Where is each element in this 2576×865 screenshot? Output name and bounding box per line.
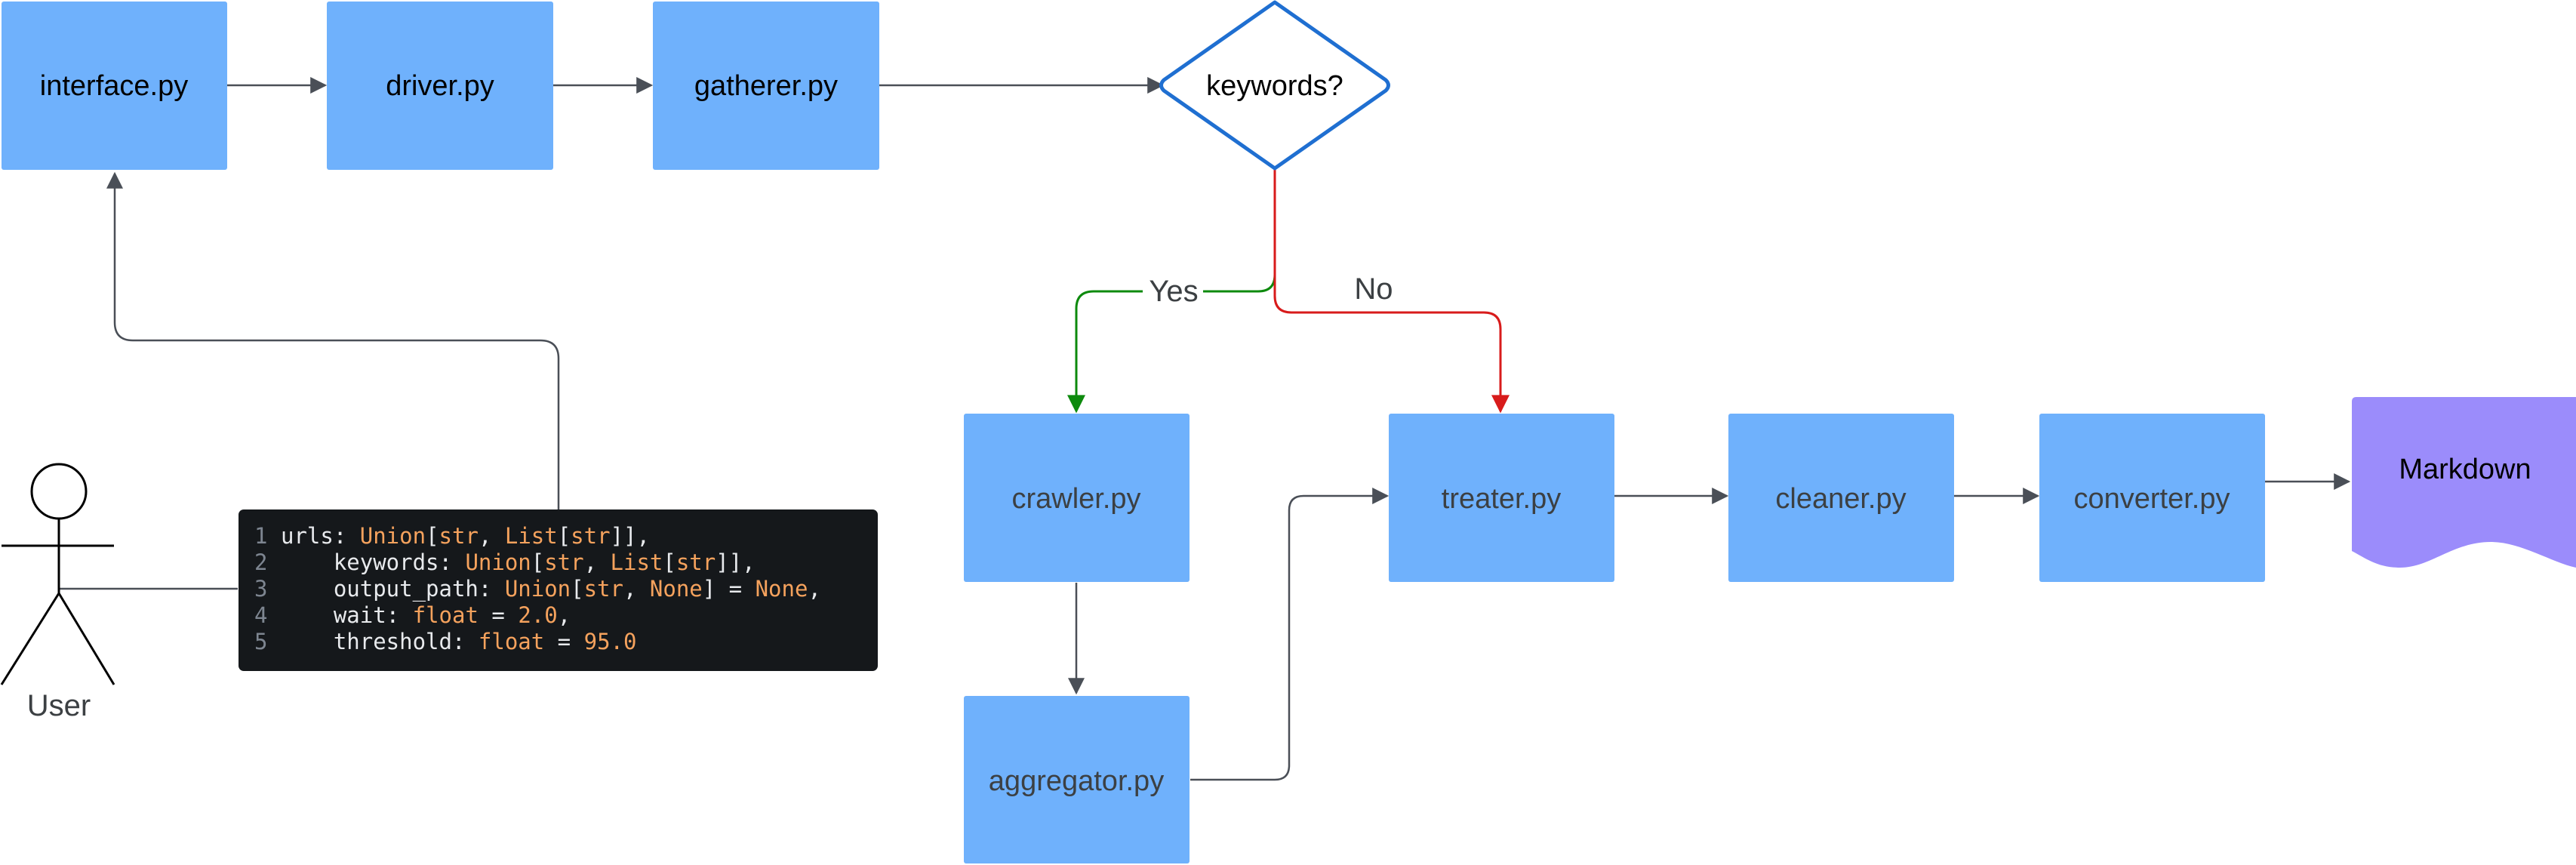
code-token: urls: <box>281 523 360 549</box>
code-token: str <box>676 549 716 575</box>
code-line-number: 3 <box>254 576 267 602</box>
code-line: urls: Union[str, List[str]], <box>281 523 650 549</box>
code-token: [ <box>426 523 439 549</box>
code-token: threshold: <box>281 629 479 654</box>
node-cleaner[interactable]: cleaner.py <box>1728 414 1954 582</box>
code-token: Union <box>360 523 426 549</box>
node-cleaner-label: cleaner.py <box>1775 483 1906 515</box>
code-token: , <box>808 576 820 602</box>
code-line-number: 1 <box>254 523 267 549</box>
code-token: float <box>413 602 479 628</box>
node-interface-label: interface.py <box>40 70 188 102</box>
code-token: ] = <box>703 576 756 602</box>
node-output-document[interactable]: Markdown <box>2352 397 2576 568</box>
code-token: , <box>558 602 571 628</box>
code-token: [ <box>663 549 676 575</box>
code-line: threshold: float = 95.0 <box>281 629 636 654</box>
edge-aggregator-treater <box>1190 488 1390 781</box>
code-line: output_path: Union[str, None] = None, <box>281 576 821 602</box>
code-token: str <box>544 549 583 575</box>
node-gatherer[interactable]: gatherer.py <box>653 2 879 170</box>
code-token: Union <box>465 549 531 575</box>
code-token: float <box>479 629 544 654</box>
code-token: None <box>650 576 703 602</box>
code-token: [ <box>571 576 583 602</box>
code-line-number: 2 <box>254 549 267 575</box>
node-aggregator[interactable]: aggregator.py <box>964 696 1190 863</box>
code-token: Union <box>505 576 571 602</box>
code-token: keywords: <box>281 549 465 575</box>
code-token: str <box>439 523 479 549</box>
code-token: List <box>505 523 558 549</box>
code-token: = <box>479 602 518 628</box>
code-token: output_path: <box>281 576 505 602</box>
node-driver[interactable]: driver.py <box>327 2 553 170</box>
node-crawler-label: crawler.py <box>1011 483 1140 515</box>
yes-label: Yes <box>1149 275 1198 308</box>
code-token: [ <box>558 523 571 549</box>
code-token: ]], <box>716 549 755 575</box>
code-line-number: 5 <box>254 629 267 654</box>
node-converter[interactable]: converter.py <box>2039 414 2265 582</box>
code-token: str <box>584 576 623 602</box>
user-actor-icon <box>0 463 115 685</box>
code-token: ]], <box>611 523 650 549</box>
node-output-label: Markdown <box>2399 454 2531 485</box>
actor-label: User <box>27 689 91 722</box>
edge-decision-no <box>1273 169 1510 414</box>
code-line-number: 4 <box>254 602 267 628</box>
code-token: = <box>544 629 583 654</box>
node-decision[interactable]: keywords? <box>1159 0 1390 171</box>
code-token: 2.0 <box>518 602 557 628</box>
code-token: List <box>611 549 663 575</box>
code-line: wait: float = 2.0, <box>281 602 571 628</box>
node-decision-label: keywords? <box>1206 70 1343 102</box>
node-aggregator-label: aggregator.py <box>989 765 1164 797</box>
node-converter-label: converter.py <box>2074 483 2230 515</box>
node-interface[interactable]: interface.py <box>2 2 227 170</box>
node-crawler[interactable]: crawler.py <box>964 414 1190 582</box>
no-label: No <box>1354 272 1393 306</box>
code-token: str <box>571 523 610 549</box>
code-line: keywords: Union[str, List[str]], <box>281 549 756 575</box>
code-token: wait: <box>281 602 413 628</box>
node-treater-label: treater.py <box>1442 483 1561 515</box>
node-treater[interactable]: treater.py <box>1389 414 1614 582</box>
code-token: , <box>479 523 505 549</box>
code-token: , <box>623 576 650 602</box>
node-gatherer-label: gatherer.py <box>694 70 838 102</box>
yes-label-bg <box>1143 273 1203 309</box>
node-driver-label: driver.py <box>386 70 494 102</box>
code-token: , <box>584 549 611 575</box>
code-token: None <box>756 576 808 602</box>
code-token: 95.0 <box>584 629 637 654</box>
code-token: [ <box>531 549 544 575</box>
edge-code-interface <box>106 171 560 509</box>
